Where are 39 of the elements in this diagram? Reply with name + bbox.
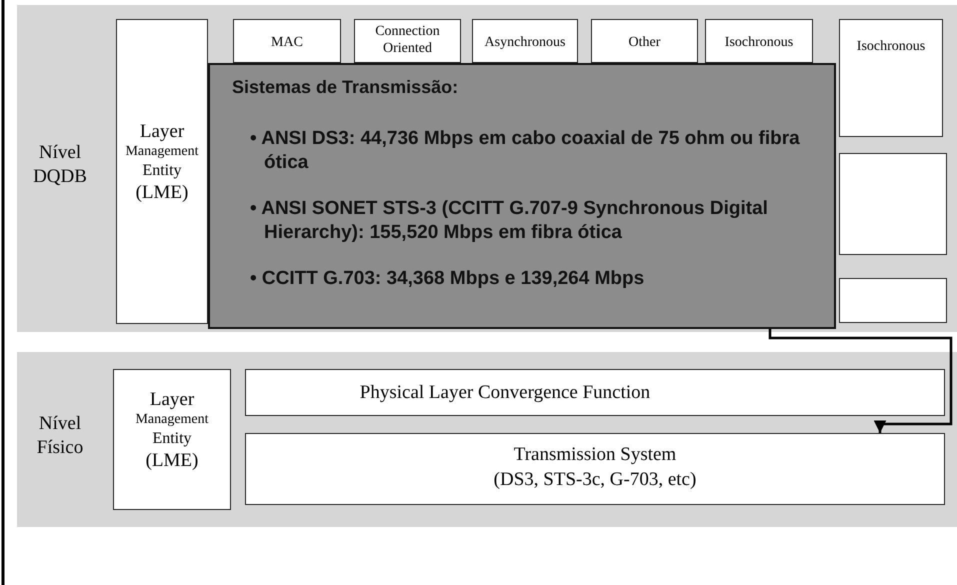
process-box xyxy=(705,19,813,63)
arrow xyxy=(768,329,952,433)
box-text: (LME) xyxy=(134,181,190,204)
box-text: (DS3, STS-3c, G-703, etc) xyxy=(492,468,698,492)
box-text: Entity xyxy=(151,429,193,449)
box-text: Other xyxy=(628,34,662,51)
process-box xyxy=(839,278,947,323)
bullet-item: • ANSI DS3: 44,736 Mbps em cabo coaxial de 75 ohm ou fibra ótica xyxy=(250,127,801,175)
process-box xyxy=(839,19,943,137)
process-box xyxy=(354,19,461,63)
process-box xyxy=(113,369,231,510)
box-text: Physical Layer Convergence Function xyxy=(358,381,652,405)
layer-label: Nível Físico xyxy=(36,412,84,460)
callout-heading: Sistemas de Transmissão: xyxy=(232,77,458,98)
process-box xyxy=(591,19,698,63)
box-text: MAC xyxy=(270,34,304,51)
process-box xyxy=(245,433,945,505)
layer-band xyxy=(17,5,957,332)
layer-label: Nível DQDB xyxy=(32,140,88,188)
box-text: Layer xyxy=(138,120,186,143)
process-box xyxy=(839,153,947,255)
box-text: Connection Oriented xyxy=(374,23,441,57)
process-box xyxy=(245,369,945,416)
bullet-item: • ANSI SONET STS-3 (CCITT G.707-9 Synchronous Digital Hierarchy): 155,520 Mbps em fibra ótica xyxy=(250,197,769,245)
callout-panel xyxy=(208,63,836,329)
process-box xyxy=(472,19,578,63)
box-text: Entity xyxy=(141,161,183,181)
box-text: (LME) xyxy=(144,449,200,472)
process-box xyxy=(233,19,341,63)
process-box xyxy=(116,19,208,324)
box-text: Management xyxy=(134,411,210,429)
box-text: Asynchronous xyxy=(484,34,566,51)
box-text: Isochronous xyxy=(856,38,926,55)
layer-band xyxy=(17,352,957,527)
box-text: Management xyxy=(124,143,200,161)
box-text: Isochronous xyxy=(724,34,794,51)
box-text: Layer xyxy=(148,388,196,411)
bullet-item: • CCITT G.703: 34,368 Mbps e 139,264 Mbps xyxy=(250,267,646,291)
box-text: Transmission System xyxy=(512,443,678,467)
